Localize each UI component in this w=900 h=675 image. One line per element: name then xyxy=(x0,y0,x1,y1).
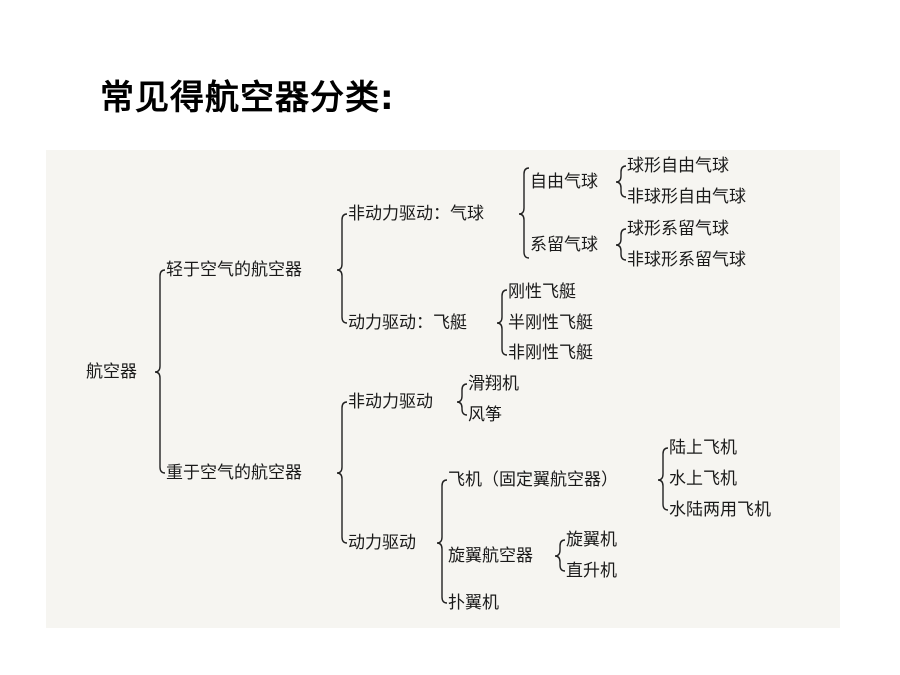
leaf-tethered-spherical: 球形系留气球 xyxy=(627,219,729,239)
node-free-balloon: 自由气球 xyxy=(530,172,598,192)
leaf-free-spherical: 球形自由气球 xyxy=(627,156,729,176)
node-lighter-powered: 动力驱动：飞艇 xyxy=(348,313,467,333)
leaf-gyroplane: 旋翼机 xyxy=(566,530,617,550)
brace-lighter xyxy=(336,213,348,324)
brace-balloon xyxy=(518,167,530,259)
node-root: 航空器 xyxy=(86,362,137,382)
node-heavier-unpowered: 非动力驱动 xyxy=(348,392,433,412)
classification-tree: 航空器 轻于空气的航空器 重于空气的航空器 非动力驱动：气球 动力驱动：飞艇 自… xyxy=(46,150,840,628)
brace-airship xyxy=(496,289,508,356)
leaf-semirigid-airship: 半刚性飞艇 xyxy=(508,313,593,333)
slide-title: 常见得航空器分类: xyxy=(100,78,395,118)
leaf-kite: 风筝 xyxy=(468,405,502,425)
leaf-rigid-airship: 刚性飞艇 xyxy=(508,282,576,302)
brace-rotorcraft xyxy=(554,539,566,572)
brace-free-balloon xyxy=(615,165,627,198)
node-ornithopter: 扑翼机 xyxy=(448,593,499,613)
leaf-nonrigid-airship: 非刚性飞艇 xyxy=(508,343,593,363)
node-heavier-powered: 动力驱动 xyxy=(348,533,416,553)
node-tethered-balloon: 系留气球 xyxy=(530,235,598,255)
tree-braces xyxy=(154,165,669,604)
brace-heavier-powered xyxy=(436,479,448,604)
node-airplane: 飞机（固定翼航空器） xyxy=(448,470,618,490)
brace-tethered-balloon xyxy=(615,228,627,261)
node-rotorcraft: 旋翼航空器 xyxy=(448,546,533,566)
node-heavier: 重于空气的航空器 xyxy=(166,463,302,483)
brace-heavier xyxy=(336,401,348,544)
leaf-seaplane: 水上飞机 xyxy=(669,469,737,489)
leaf-glider: 滑翔机 xyxy=(468,374,519,394)
brace-heavier-unpowered xyxy=(456,383,468,416)
leaf-tethered-nonspherical: 非球形系留气球 xyxy=(627,250,746,270)
leaf-amphibian: 水陆两用飞机 xyxy=(669,500,771,520)
brace-airplane xyxy=(657,447,669,511)
leaf-helicopter: 直升机 xyxy=(566,561,617,581)
leaf-free-nonspherical: 非球形自由气球 xyxy=(627,187,746,207)
leaf-land-plane: 陆上飞机 xyxy=(669,438,737,458)
node-lighter: 轻于空气的航空器 xyxy=(166,260,302,280)
brace-root xyxy=(154,269,166,474)
node-lighter-unpowered: 非动力驱动：气球 xyxy=(348,204,484,224)
